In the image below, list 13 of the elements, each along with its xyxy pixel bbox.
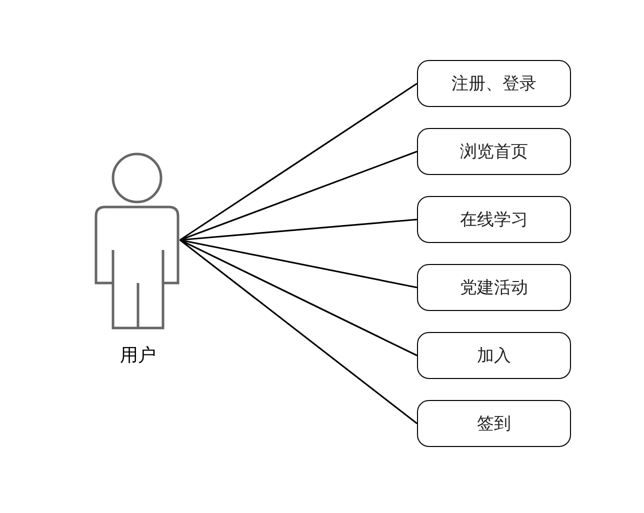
actor-label: 用户 <box>119 344 157 367</box>
use-case-box: 签到 <box>417 400 571 447</box>
use-case-box: 加入 <box>417 332 571 379</box>
use-case-box: 注册、登录 <box>417 60 571 107</box>
association-line <box>180 150 418 241</box>
association-line <box>180 239 418 424</box>
use-case-box: 党建活动 <box>417 264 571 311</box>
association-line <box>180 239 418 288</box>
association-line <box>180 218 418 241</box>
association-line <box>180 82 418 241</box>
use-case-box: 在线学习 <box>417 196 571 243</box>
use-case-box: 浏览首页 <box>417 128 571 175</box>
association-line <box>180 239 418 356</box>
